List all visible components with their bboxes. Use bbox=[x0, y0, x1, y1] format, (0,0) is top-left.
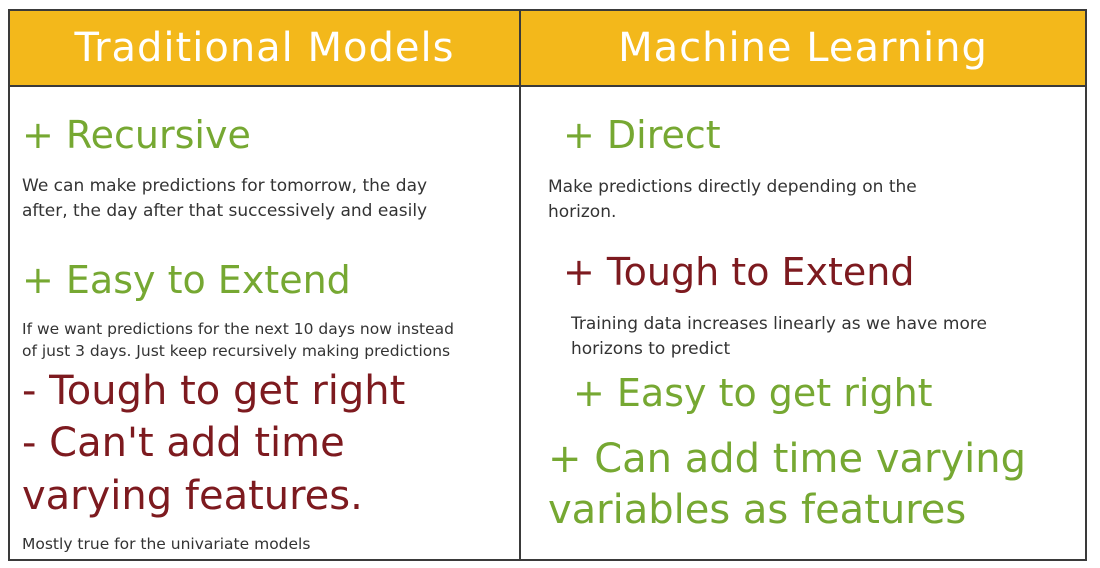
direct-desc-line1: Make predictions directly depending on t… bbox=[548, 177, 917, 197]
easy-extend-desc-line1: If we want predictions for the next 10 d… bbox=[22, 320, 454, 338]
tough-to-extend-title: + Tough to Extend bbox=[563, 250, 915, 294]
cant-add-line1: - Can't add time bbox=[22, 420, 345, 466]
recursive-desc-line1: We can make predictions for tomorrow, th… bbox=[22, 176, 428, 196]
direct-title: + Direct bbox=[563, 113, 721, 157]
univariate-footnote: Mostly true for the univariate models bbox=[22, 535, 311, 553]
cant-add-line2: varying features. bbox=[22, 473, 363, 519]
header-machine-learning: Machine Learning bbox=[521, 11, 1085, 87]
recursive-desc-line2: after, the day after that successively a… bbox=[22, 201, 428, 221]
can-add-line2: variables as features bbox=[548, 487, 967, 533]
tough-extend-desc-line1: Training data increases linearly as we h… bbox=[571, 314, 987, 334]
comparison-table: Traditional Models Machine Learning + Re… bbox=[8, 9, 1087, 561]
tough-to-get-right: - Tough to get right bbox=[22, 368, 406, 414]
easy-to-get-right: + Easy to get right bbox=[573, 371, 933, 415]
traditional-models-column: + Recursive We can make predictions for … bbox=[10, 87, 521, 559]
direct-desc-line2: horizon. bbox=[548, 202, 617, 222]
machine-learning-column: + Direct Make predictions directly depen… bbox=[521, 87, 1085, 559]
can-add-line1: + Can add time varying bbox=[548, 436, 1026, 482]
recursive-title: + Recursive bbox=[22, 113, 251, 157]
tough-extend-desc-line2: horizons to predict bbox=[571, 339, 731, 359]
easy-extend-title: + Easy to Extend bbox=[22, 258, 351, 302]
header-traditional-models: Traditional Models bbox=[10, 11, 521, 87]
easy-extend-desc-line2: of just 3 days. Just keep recursively ma… bbox=[22, 342, 451, 360]
